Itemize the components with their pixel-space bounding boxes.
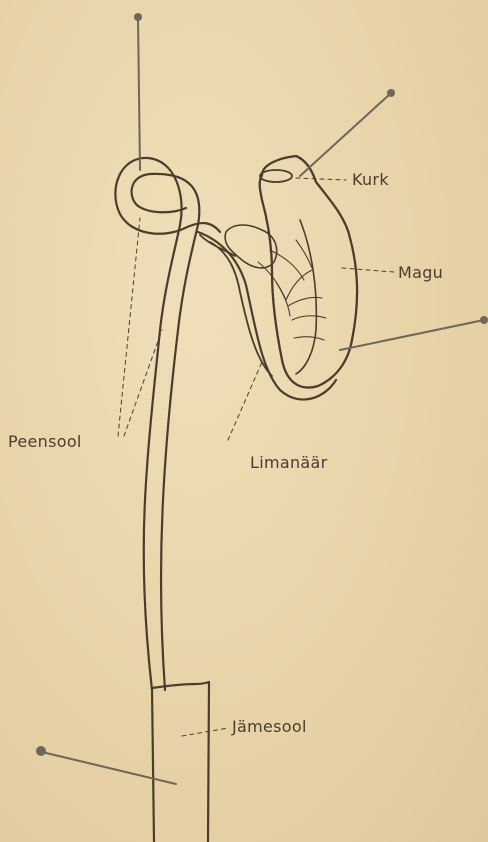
esophagus-opening xyxy=(260,170,292,182)
leader-peensool-1 xyxy=(118,218,140,436)
label-kurk: Kurk xyxy=(352,170,389,189)
label-magu: Magu xyxy=(398,263,443,282)
pin-magu xyxy=(340,316,488,350)
leader-limanaare xyxy=(228,362,262,440)
label-peensool: Peensool xyxy=(8,432,82,451)
pin-kurk xyxy=(300,89,395,176)
large-intestine-outline xyxy=(152,682,209,842)
pin-jamesool xyxy=(36,746,176,784)
leader-kurk xyxy=(296,178,346,180)
leader-jamesool xyxy=(182,728,228,736)
label-limanaare: Limanäär xyxy=(250,453,327,472)
small-intestine-outline-right xyxy=(132,174,200,690)
leader-magu xyxy=(342,268,394,272)
pin-top xyxy=(134,13,142,170)
pins xyxy=(36,13,488,784)
label-jamesool: Jämesool xyxy=(232,717,307,736)
leader-peensool-2 xyxy=(124,330,162,436)
